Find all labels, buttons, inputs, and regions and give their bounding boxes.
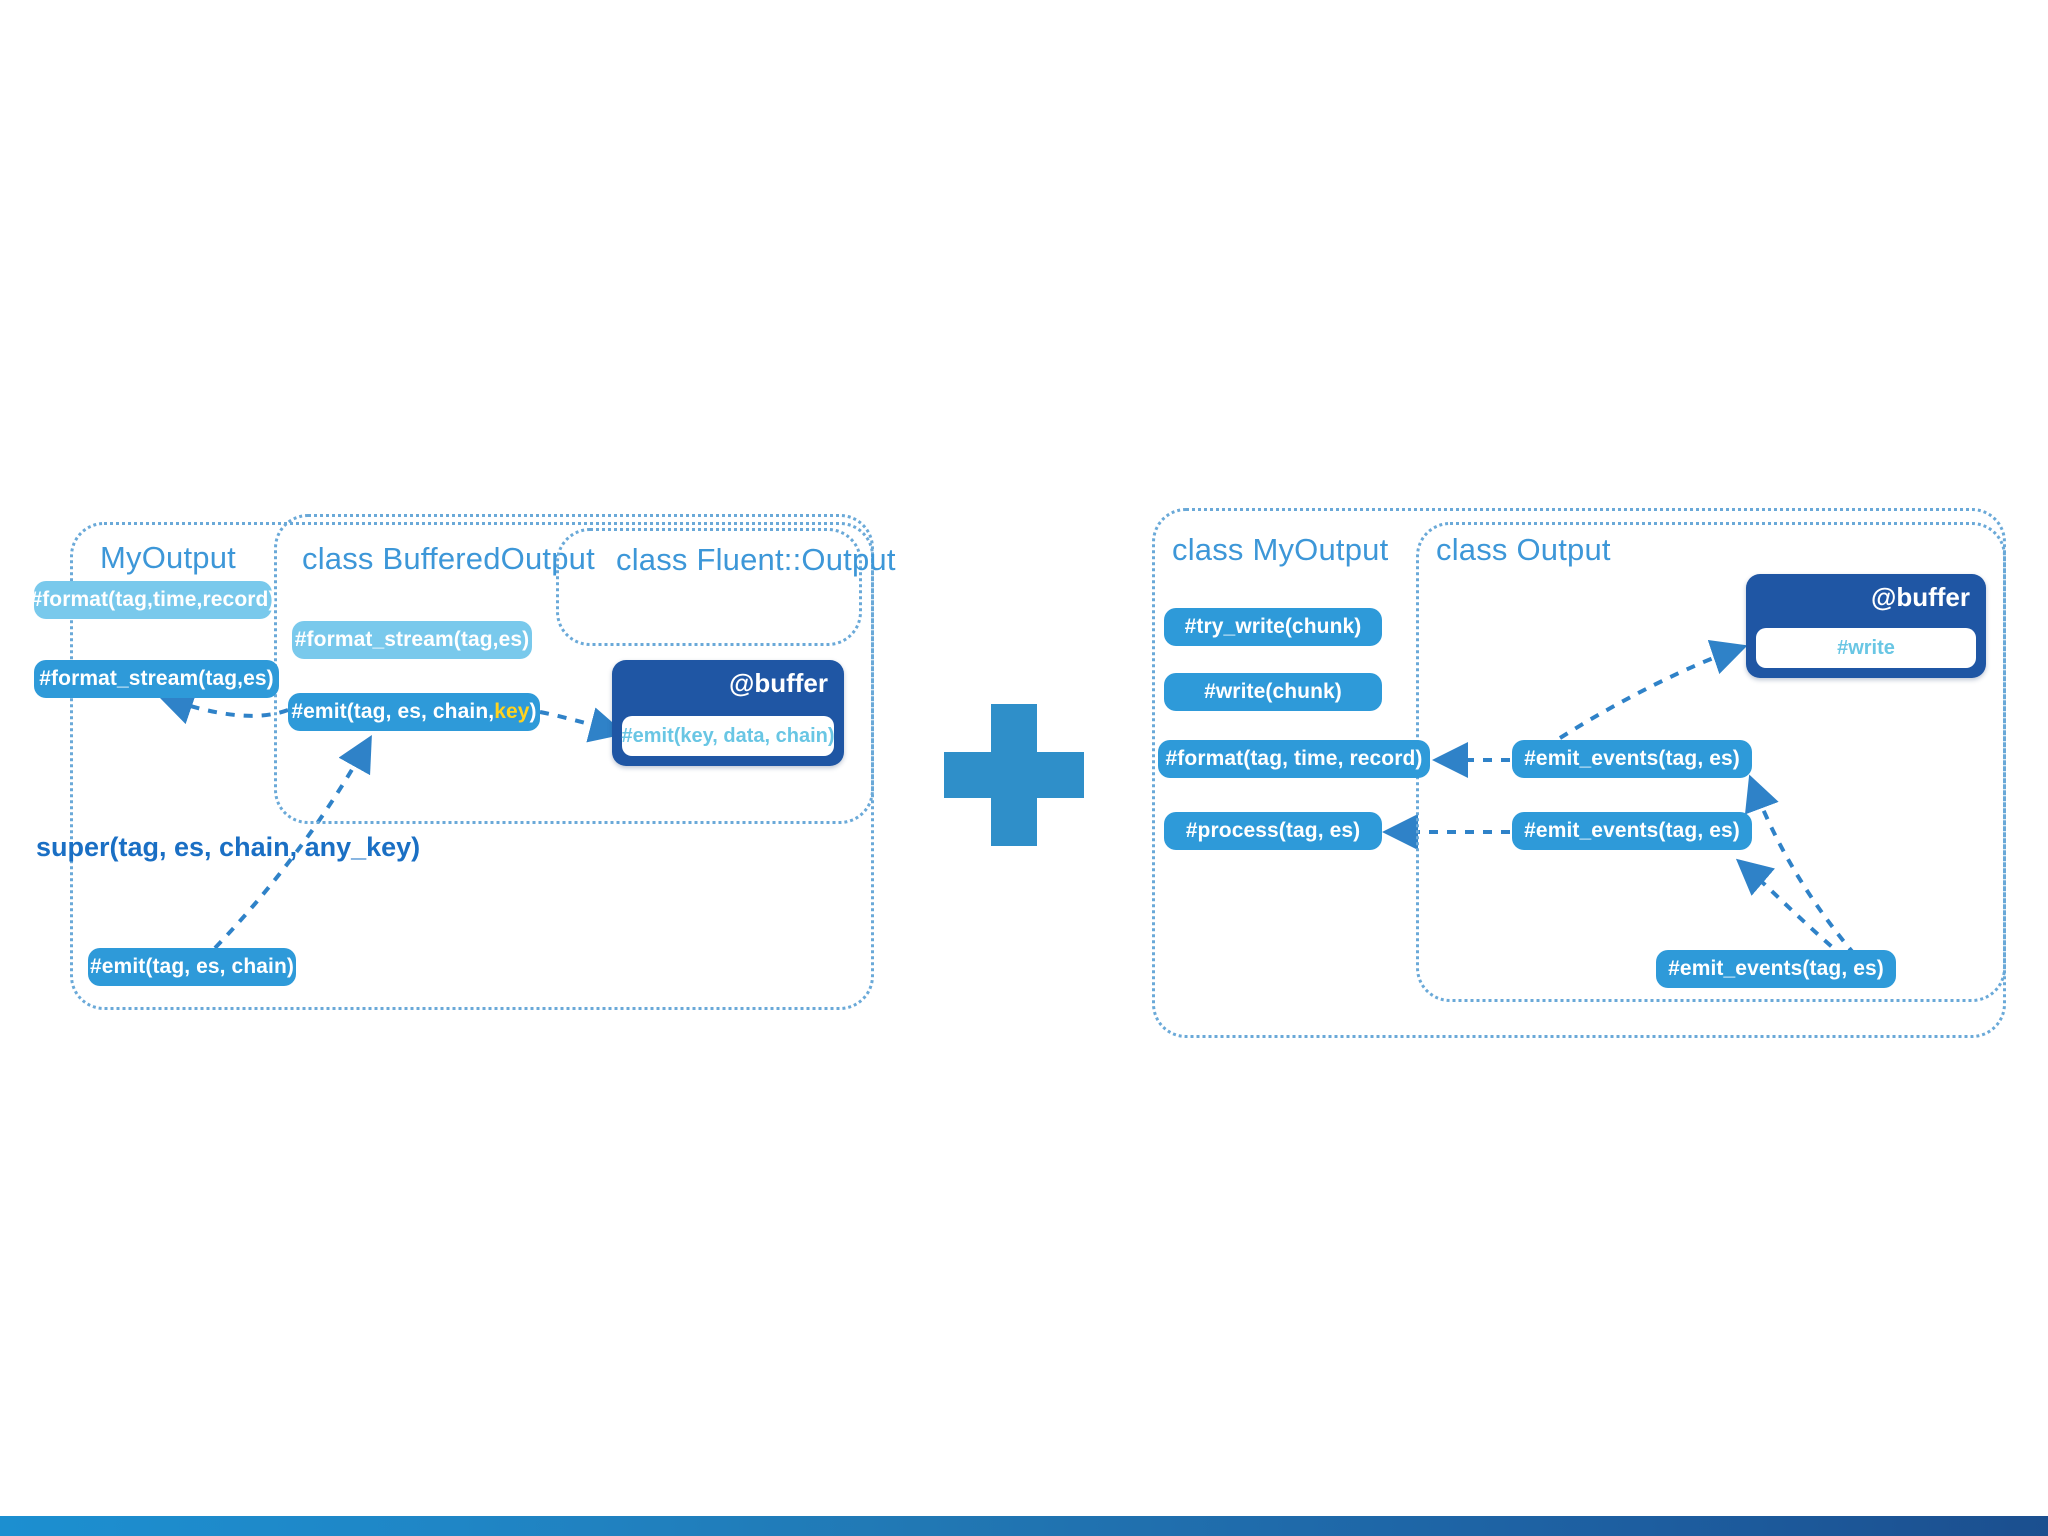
left-outer-box-title: MyOutput bbox=[100, 540, 236, 575]
pill-emit-with-key[interactable]: #emit(tag, es, chain, key) bbox=[288, 693, 540, 731]
plus-vertical-bar bbox=[991, 704, 1037, 846]
pill-process-tag-es[interactable]: #process(tag, es) bbox=[1164, 812, 1382, 850]
pill-emit-events-1[interactable]: #emit_events(tag, es) bbox=[1512, 740, 1752, 778]
pill-emit-bottom[interactable]: #emit(tag, es, chain) bbox=[88, 948, 296, 986]
pill-emit-with-key-highlight: key bbox=[494, 700, 530, 723]
left-buffer-label: @buffer bbox=[728, 668, 828, 698]
right-buffer-panel: @buffer #write bbox=[1746, 574, 1986, 678]
pill-write-chunk[interactable]: #write(chunk) bbox=[1164, 673, 1382, 711]
pill-emit-events-3[interactable]: #emit_events(tag, es) bbox=[1656, 950, 1896, 988]
left-middle-box-title: class BufferedOutput bbox=[302, 541, 595, 576]
right-inner-box-title: class Output bbox=[1436, 532, 1611, 567]
pill-emit-events-2[interactable]: #emit_events(tag, es) bbox=[1512, 812, 1752, 850]
left-buffer-inner-method[interactable]: #emit(key, data, chain) bbox=[621, 716, 835, 756]
left-inner-box-fluent-output bbox=[556, 528, 862, 646]
left-super-label: super(tag, es, chain, any_key) bbox=[36, 832, 421, 862]
footer-gradient-strip bbox=[0, 1516, 2048, 1536]
pill-format-stream-inner[interactable]: #format_stream(tag,es) bbox=[292, 621, 532, 659]
pill-emit-with-key-prefix: #emit(tag, es, chain, bbox=[291, 700, 495, 723]
right-buffer-label: @buffer bbox=[1870, 582, 1970, 612]
right-buffer-inner-method[interactable]: #write bbox=[1756, 628, 1976, 668]
plus-operator bbox=[944, 704, 1084, 846]
pill-format-stream-outer[interactable]: #format_stream(tag,es) bbox=[34, 660, 279, 698]
pill-emit-with-key-suffix: ) bbox=[529, 700, 537, 723]
right-outer-box-title: class MyOutput bbox=[1172, 532, 1389, 567]
left-inner-box-title: class Fluent::Output bbox=[616, 542, 896, 577]
left-buffer-panel: @buffer #emit(key, data, chain) bbox=[612, 660, 844, 766]
pill-format[interactable]: #format(tag,time,record) bbox=[30, 581, 275, 619]
pill-format-tag-time-record[interactable]: #format(tag, time, record) bbox=[1158, 740, 1430, 778]
pill-try-write[interactable]: #try_write(chunk) bbox=[1164, 608, 1382, 646]
